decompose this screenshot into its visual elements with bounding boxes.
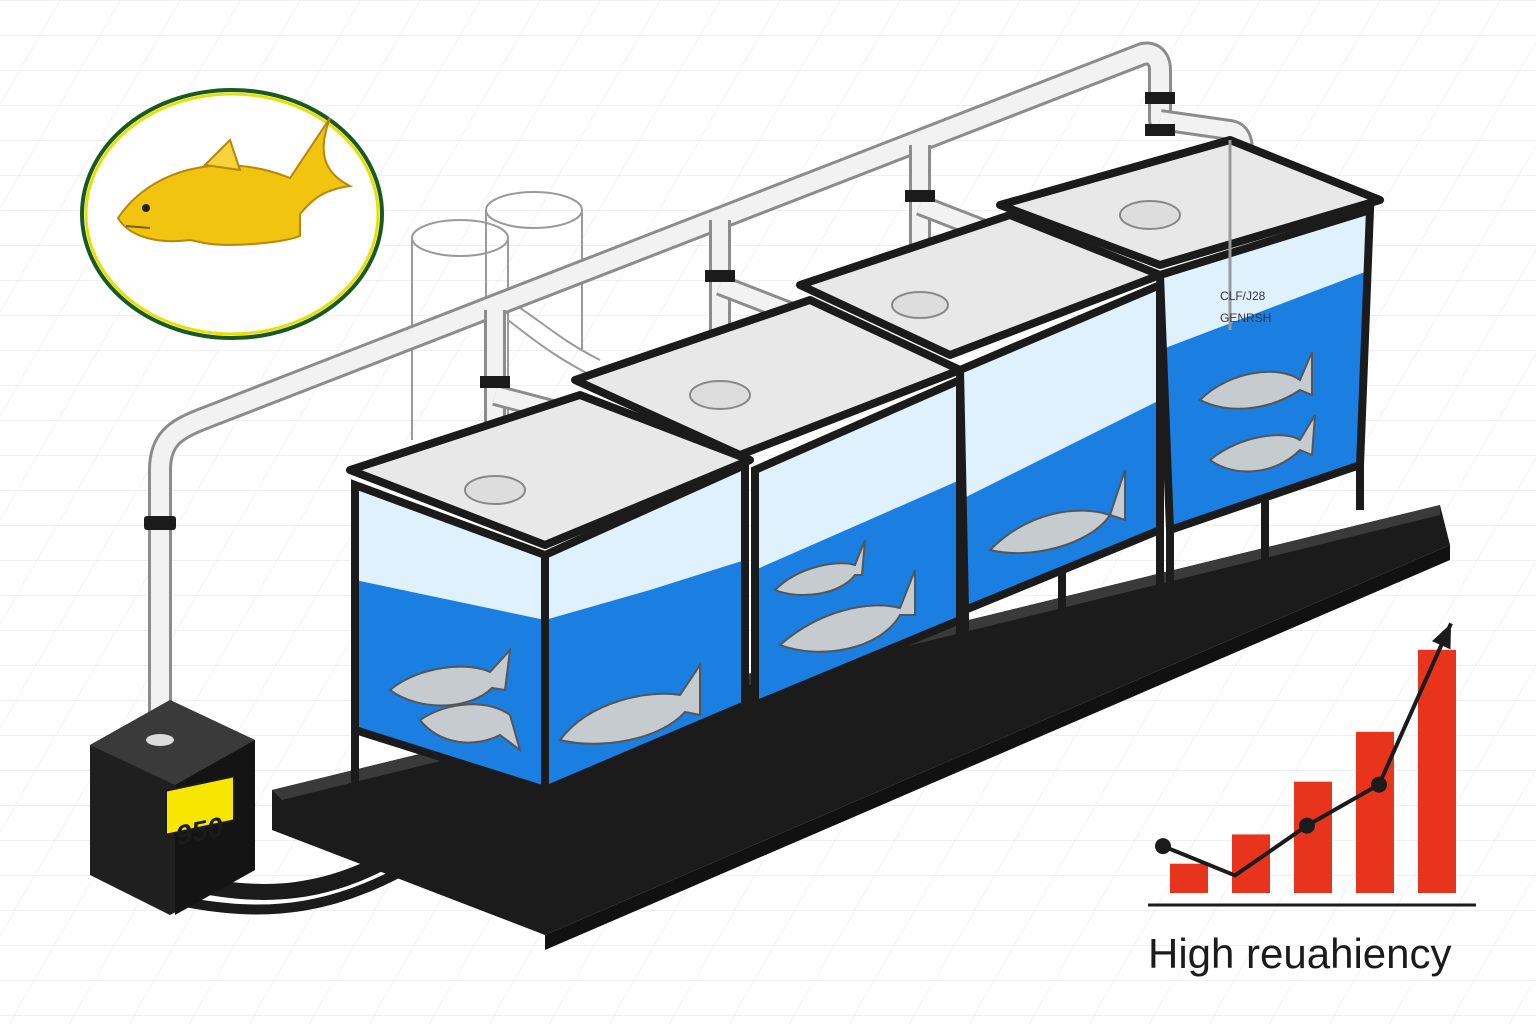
- fish-logo-icon: [80, 88, 384, 340]
- growth-chart: High reuahiency: [1148, 622, 1476, 977]
- tank-4-legs: [1166, 465, 1364, 590]
- trend-point-1: [1155, 838, 1171, 855]
- chart-bar-4: [1356, 731, 1394, 893]
- chart-bar-3: [1294, 781, 1332, 893]
- drain-hose: [173, 782, 522, 915]
- trend-point-4: [1371, 776, 1387, 793]
- chart-caption: High reuahiency: [1148, 930, 1452, 977]
- tank-1: [346, 391, 754, 885]
- chart-bar-1: [1170, 863, 1208, 893]
- tank-4-label-2: GENRSH: [1220, 311, 1271, 325]
- chart-bars: [1170, 649, 1456, 893]
- fish: [1198, 351, 1316, 473]
- pump-box: 950: [90, 700, 255, 915]
- tank-2: [571, 296, 964, 790]
- tank-4: CLF/J28 GENRSH: [996, 136, 1384, 590]
- tank-4-label-1: CLF/J28: [1220, 289, 1266, 303]
- trend-point-3: [1299, 817, 1315, 834]
- pump-label-bg: [165, 775, 235, 836]
- trend-arrow-icon: [1155, 622, 1453, 878]
- trend-arrowhead: [1431, 623, 1451, 650]
- fish: [388, 646, 701, 753]
- chart-bar-5: [1418, 649, 1456, 893]
